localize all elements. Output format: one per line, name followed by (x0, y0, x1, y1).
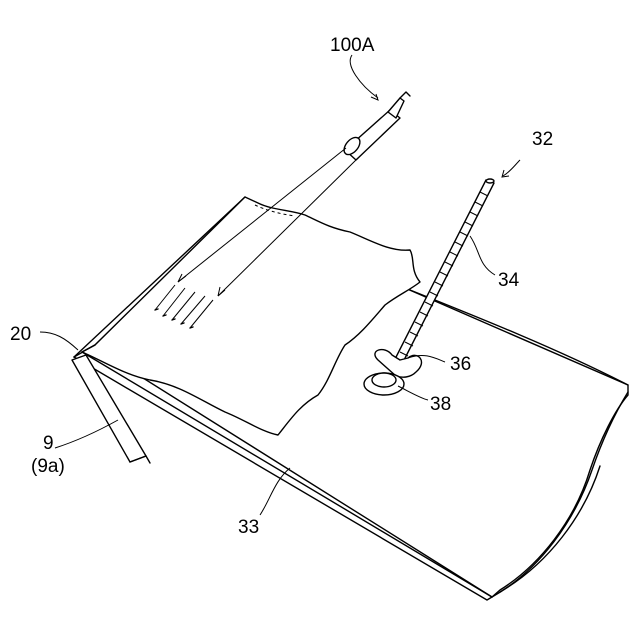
label-9: 9 (43, 433, 54, 454)
label-38: 38 (430, 394, 451, 415)
torch-100A (341, 92, 410, 160)
label-32: 32 (532, 129, 553, 150)
label-20: 20 (10, 324, 31, 345)
label-34: 34 (498, 270, 520, 291)
base-38 (364, 373, 404, 395)
label-100A: 100A (330, 35, 375, 56)
label-36: 36 (450, 354, 471, 375)
label-33: 33 (238, 517, 259, 538)
label-9a: (9a) (31, 456, 65, 477)
